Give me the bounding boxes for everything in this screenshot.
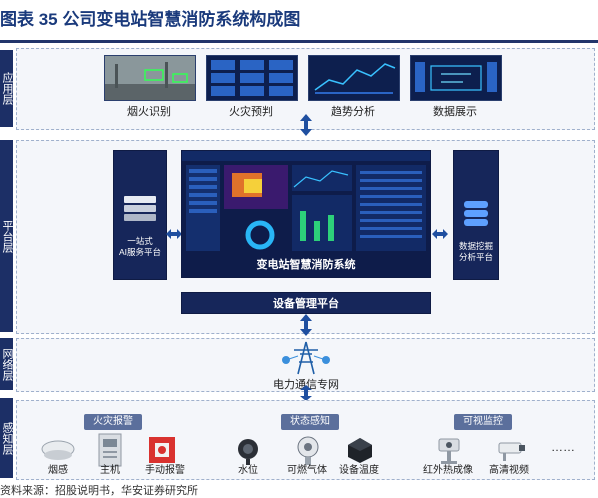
thumb-fire-predict [206,55,298,101]
smart-fire-system-title: 变电站智慧消防系统 [256,259,356,271]
arrow-center-right-icon [432,226,448,244]
power-tower-icon [276,340,336,381]
figure-source: 资料来源：招股说明书，华安证券研究所 [0,485,198,497]
device-label-manual-alarm: 手动报警 [145,465,185,476]
infrared-camera-icon [428,430,472,470]
ai-service-platform-label: 一站式 AI服务平台 [118,236,162,257]
more-devices-ellipsis: …… [551,440,575,454]
database-icon [464,201,488,226]
data-mining-platform-label: 数据挖掘 分析平台 [458,241,493,262]
scene-photo-icon [105,56,195,100]
gas-sensor-icon [286,430,330,470]
device-label-water-level: 水位 [238,465,258,476]
device-label-hd-video: 高清视频 [489,465,529,476]
app-label-trend: 趋势分析 [331,106,375,118]
thumb-smoke-fire [104,55,196,101]
group-fire-alarm: 火灾报警 [84,414,142,430]
group-status-sensing: 状态感知 [281,414,339,430]
layer-label-platform: 平台层 [0,140,13,332]
arrow-platform-network-icon [299,314,313,340]
device-label-device-temp: 设备温度 [339,465,379,476]
dashboard-grid-icon [207,56,297,100]
arrow-app-platform-icon [299,114,313,140]
arrow-left-center-icon [166,226,182,244]
layer-label-network-text: 网络层 [1,347,13,381]
alarm-host-icon [88,430,132,470]
device-label-infrared: 红外热成像 [423,465,473,476]
server-stack-icon [124,196,156,221]
arrow-network-perception-icon [299,385,313,405]
title-rule [0,40,598,43]
layer-label-platform-text: 平台层 [1,219,13,253]
device-label-host: 主机 [100,465,120,476]
layer-label-network: 网络层 [0,338,13,390]
layer-label-perception: 感知层 [0,398,13,478]
thumb-trend [308,55,400,101]
app-label-smoke-fire: 烟火识别 [127,106,171,118]
layer-label-application-text: 应用层 [1,72,13,105]
app-label-fire-predict: 火灾预判 [229,106,273,118]
dashboard-screen-icon [182,151,430,251]
smoke-detector-icon [36,430,80,470]
manual-alarm-icon [140,430,184,470]
water-level-sensor-icon [226,430,270,470]
smart-fire-system-dashboard: 变电站智慧消防系统 [181,150,431,278]
trend-chart-icon [309,56,399,100]
device-management-platform: 设备管理平台 [181,292,431,314]
figure-title: 图表 35 公司变电站智慧消防系统构成图 [0,10,301,29]
device-label-gas: 可燃气体 [287,465,327,476]
layer-label-application: 应用层 [0,50,13,127]
data-mining-platform: 数据挖掘 分析平台 [453,150,499,280]
data-map-icon [411,56,501,100]
group-video-monitoring: 可视监控 [454,414,512,430]
layer-label-perception-text: 感知层 [1,421,13,455]
thumb-data-display [410,55,502,101]
device-label-smoke: 烟感 [48,465,68,476]
device-temperature-sensor-icon [338,430,382,470]
ai-service-platform: 一站式 AI服务平台 [113,150,167,280]
app-label-data-display: 数据展示 [433,106,477,118]
hd-camera-icon [490,430,534,470]
